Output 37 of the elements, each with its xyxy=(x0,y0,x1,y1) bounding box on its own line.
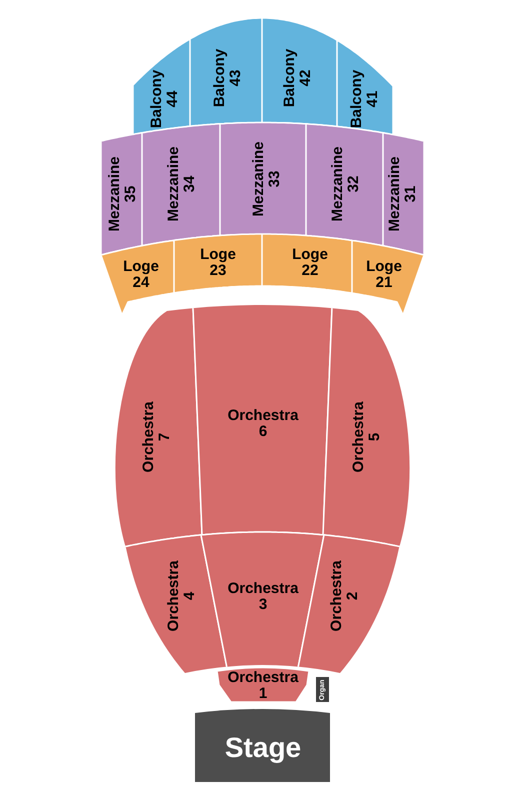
seating-section xyxy=(192,304,333,536)
seating-section xyxy=(262,234,352,294)
section-label: Balcony 44 xyxy=(149,70,181,128)
section-label: Orchestra 4 xyxy=(166,560,198,632)
seating-section xyxy=(323,308,410,548)
organ-block xyxy=(316,677,329,702)
section-label: Loge 21 xyxy=(366,259,402,291)
stage-block xyxy=(195,709,330,782)
section-label: Mezzanine 34 xyxy=(166,146,198,222)
section-label: Mezzanine 32 xyxy=(330,146,362,222)
seating-section xyxy=(115,308,203,548)
section-label: Balcony 43 xyxy=(212,48,244,108)
seating-section xyxy=(101,132,142,255)
seating-section xyxy=(262,18,337,127)
section-label: Orchestra 7 xyxy=(141,402,173,472)
seating-section xyxy=(174,234,262,293)
section-label: Loge 24 xyxy=(123,259,159,291)
section-label: Orchestra 6 xyxy=(228,408,298,440)
stage-label: Stage xyxy=(224,733,302,763)
seating-section xyxy=(217,667,309,702)
seating-section xyxy=(337,40,393,135)
section-label: Loge 23 xyxy=(200,247,236,279)
section-label: Orchestra 3 xyxy=(228,581,298,613)
section-label: Loge 22 xyxy=(292,247,328,279)
seating-section xyxy=(383,132,424,255)
seating-section xyxy=(101,240,174,315)
section-label: Orchestra 1 xyxy=(228,670,298,702)
section-label: Mezzanine 31 xyxy=(387,156,419,232)
seating-section xyxy=(190,18,262,127)
section-label: Mezzanine 35 xyxy=(107,156,139,232)
seating-section xyxy=(220,122,306,236)
section-label: Balcony 41 xyxy=(349,70,381,128)
seating-section xyxy=(352,240,424,315)
section-label: Orchestra 5 xyxy=(351,402,383,472)
section-label: Orchestra 2 xyxy=(329,560,361,632)
section-label: Mezzanine 33 xyxy=(251,142,283,216)
section-label: Balcony 42 xyxy=(282,48,314,108)
